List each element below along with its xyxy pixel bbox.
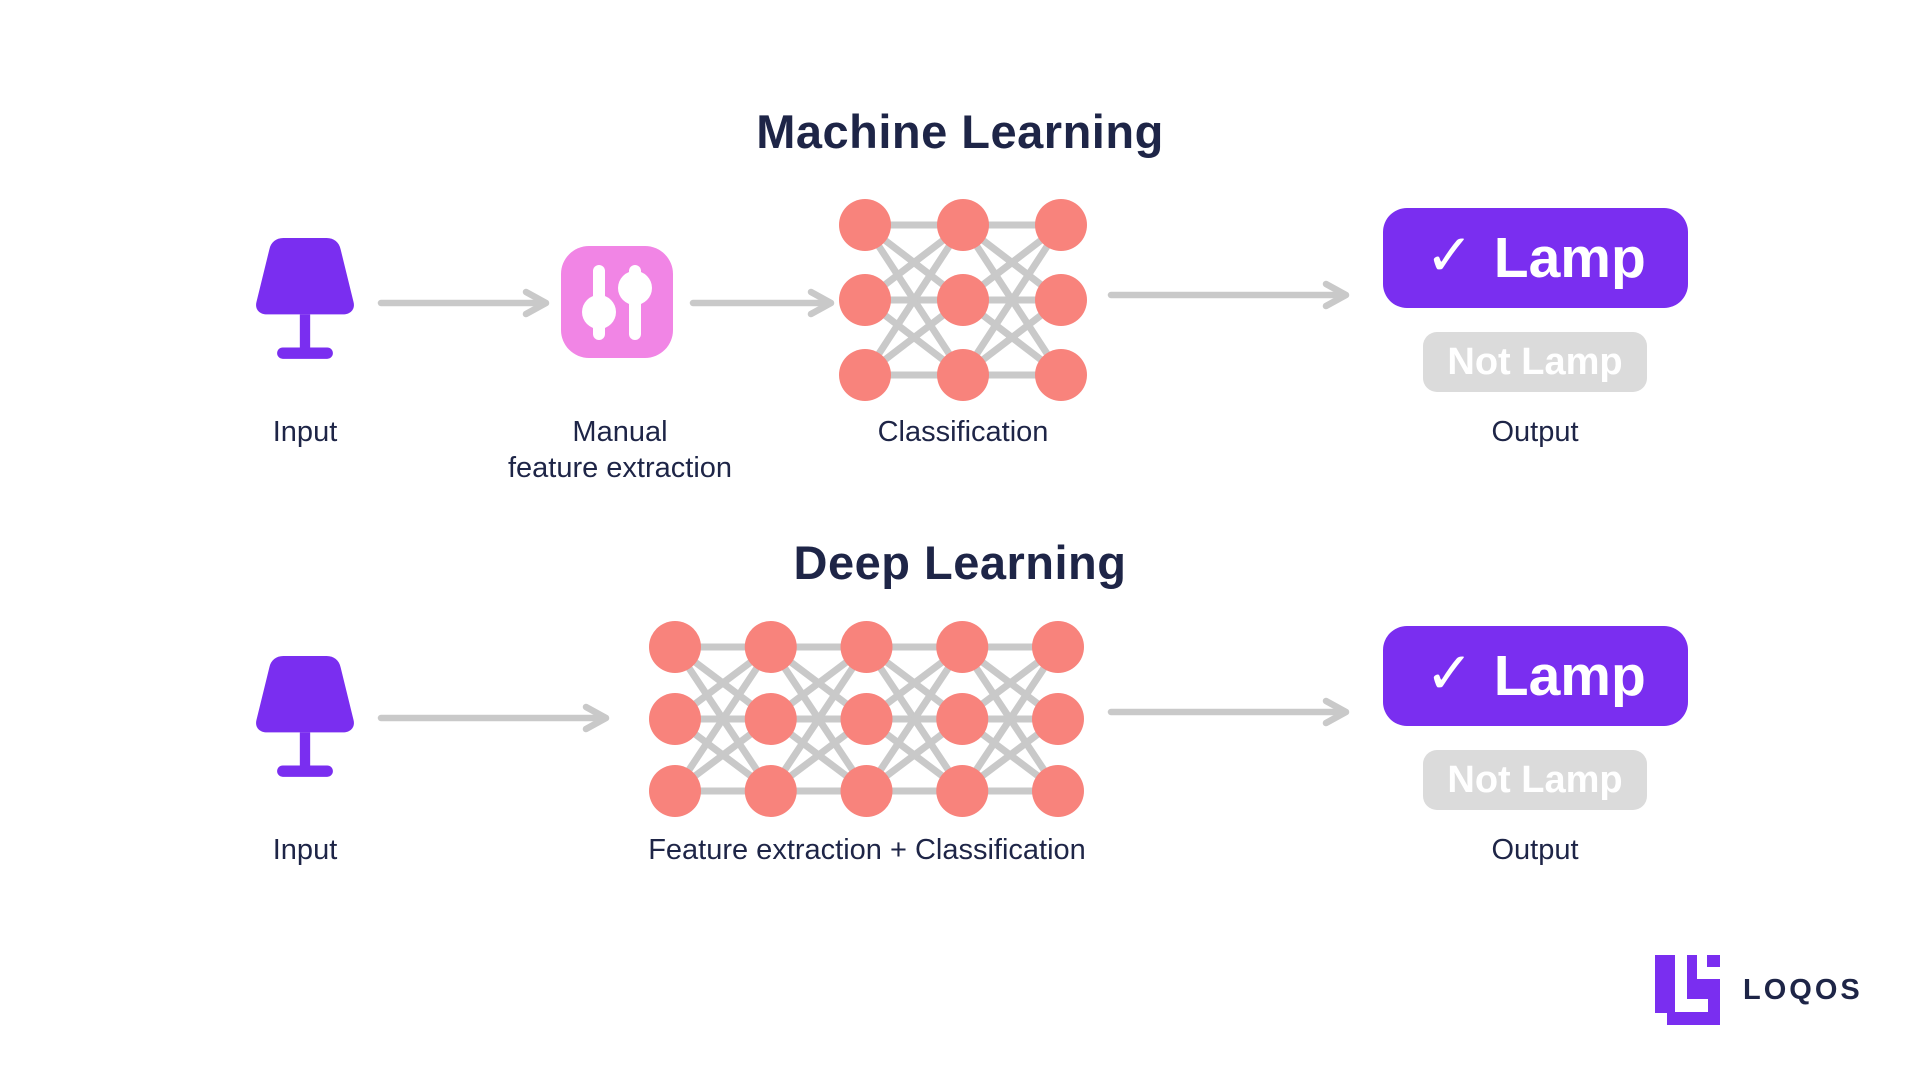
network-node bbox=[1035, 274, 1087, 326]
dl-output-label: Output bbox=[1491, 834, 1579, 866]
ml-result-notlamp-badge: Not Lamp bbox=[1423, 332, 1647, 392]
ml-feature-extraction-line1: Manual bbox=[572, 416, 668, 448]
ml-feature-extraction-label: Manual feature extraction bbox=[508, 414, 732, 486]
network-node bbox=[936, 621, 989, 673]
network-node bbox=[649, 693, 701, 745]
lamp-icon bbox=[256, 238, 354, 359]
network-node bbox=[839, 349, 891, 401]
check-icon: ✓ bbox=[1425, 223, 1474, 288]
network-node bbox=[937, 349, 989, 401]
logo-mark-icon bbox=[1655, 955, 1720, 1025]
ml-output-label: Output bbox=[1491, 416, 1579, 448]
sliders-icon bbox=[561, 246, 673, 358]
ml-feature-extraction-line2: feature extraction bbox=[507, 452, 733, 484]
dl-section-title: Deep Learning bbox=[793, 536, 1127, 589]
arrow-icon bbox=[689, 288, 835, 318]
network-node bbox=[649, 765, 701, 817]
network-node bbox=[744, 621, 797, 673]
network-node bbox=[937, 274, 989, 326]
network-node bbox=[744, 693, 797, 745]
ml-classification-label: Classification bbox=[877, 416, 1049, 448]
dl-feature-classification-label: Feature extraction + Classification bbox=[648, 834, 1086, 866]
network-node bbox=[1032, 693, 1084, 745]
ml-result-secondary-label: Not Lamp bbox=[1447, 340, 1623, 383]
dl-input-label: Input bbox=[272, 834, 338, 866]
dl-neural-network bbox=[649, 621, 1084, 817]
ml-input-label: Input bbox=[272, 416, 338, 448]
network-node bbox=[1032, 765, 1084, 817]
arrow-icon bbox=[377, 703, 610, 733]
dl-result-secondary-label: Not Lamp bbox=[1447, 758, 1623, 801]
ml-result-lamp-badge: ✓ Lamp bbox=[1383, 208, 1688, 308]
check-icon: ✓ bbox=[1425, 641, 1474, 706]
network-node bbox=[839, 274, 891, 326]
arrow-icon bbox=[377, 288, 550, 318]
arrow-icon bbox=[1107, 280, 1350, 310]
network-node bbox=[649, 621, 701, 673]
ml-result-primary-label: Lamp bbox=[1493, 225, 1646, 290]
network-node bbox=[1035, 349, 1087, 401]
lamp-icon bbox=[256, 656, 354, 777]
network-node bbox=[1032, 621, 1084, 673]
network-node bbox=[744, 765, 797, 817]
network-node bbox=[937, 199, 989, 251]
ml-neural-network bbox=[839, 199, 1087, 401]
ml-section-title: Machine Learning bbox=[756, 105, 1164, 158]
network-node bbox=[840, 621, 893, 673]
logo: LOQOS bbox=[1655, 955, 1863, 1025]
network-node bbox=[936, 693, 989, 745]
dl-result-primary-label: Lamp bbox=[1493, 643, 1646, 708]
network-node bbox=[840, 765, 893, 817]
logo-text: LOQOS bbox=[1743, 973, 1863, 1006]
dl-result-lamp-badge: ✓ Lamp bbox=[1383, 626, 1688, 726]
network-node bbox=[936, 765, 989, 817]
network-node bbox=[1035, 199, 1087, 251]
dl-result-notlamp-badge: Not Lamp bbox=[1423, 750, 1647, 810]
network-node bbox=[840, 693, 893, 745]
network-node bbox=[839, 199, 891, 251]
arrow-icon bbox=[1107, 697, 1350, 727]
